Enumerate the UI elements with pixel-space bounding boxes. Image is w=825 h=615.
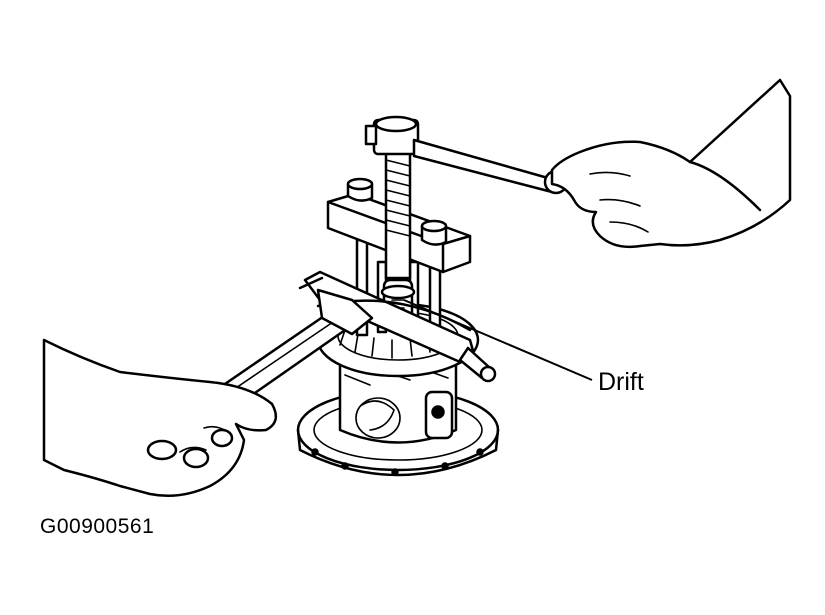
ratchet-handle	[412, 138, 569, 195]
wrench	[220, 288, 374, 404]
right-hand	[550, 78, 792, 249]
drift-callout-label: Drift	[598, 368, 644, 396]
left-hand	[42, 338, 278, 497]
puller-tool	[326, 115, 472, 337]
drift-leader-line	[403, 299, 593, 381]
figure-id-label: G00900561	[40, 515, 155, 538]
